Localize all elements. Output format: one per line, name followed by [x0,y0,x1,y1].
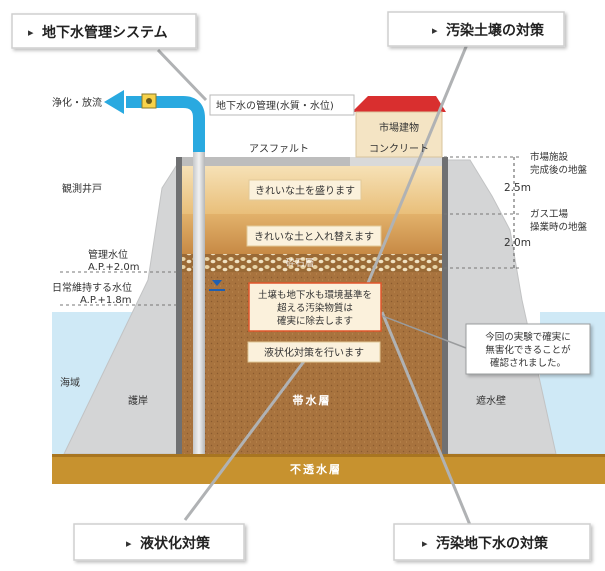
concrete-surface [350,157,444,166]
managed-level-label-2: A.P.+2.0m [88,262,140,273]
water-level-marker-icon [212,280,222,286]
height-upper-label: 2.5m [504,182,531,194]
observation-well-pipe [193,152,205,454]
pointer-system [156,48,208,102]
callout-arrow-icon: ▸ [28,26,34,39]
discharge-arrow-icon [104,90,124,114]
liquefaction-box [247,341,381,363]
note-line3: 確認されました。 [490,357,566,369]
callout-soil-measures-text: 汚染土壌の対策 [446,22,545,39]
asphalt-surface [180,157,350,166]
experiment-note-box [465,323,591,375]
gas-ground-label-2: 操業時の地盤 [530,221,588,233]
callout-groundwater-system [11,13,197,49]
groundwater-pipe [126,96,205,152]
height-lower-label: 2.0m [504,237,531,249]
remove-pollutants-line1: 土壌も地下水も環境基準を [258,289,372,301]
callout-groundwater-measures-text: 汚染地下水の対策 [436,535,549,552]
building-roof [352,96,446,112]
replace-clean-soil-box [246,225,382,247]
pointer-soil [354,41,470,313]
liquefaction-text: 液状化対策を行います [264,346,364,359]
cutoff-wall-right [442,157,448,454]
fill-clean-soil-text: きれいな土を盛ります [255,184,355,197]
pointer-liquefaction [183,359,307,521]
impermeable-layer-label: 不透水層 [290,462,342,476]
building-body [355,111,443,158]
callout-liquefaction-text: 液状化対策 [140,535,211,552]
purify-discharge-label: 浄化・放流 [52,96,102,109]
callout-soil-measures [387,11,565,47]
callout-groundwater-measures [393,523,591,561]
remove-pollutants-box [248,282,382,332]
daily-level-label-1: 日常維持する水位 [52,281,132,294]
gas-ground-label-1: ガス工場 [530,208,569,220]
fill-clean-soil-box [248,179,362,201]
pointer-groundwater [380,311,472,526]
groundwater-management-box [209,94,355,116]
aquifer-label: 帯水層 [293,393,332,407]
callout-arrow-icon: ▸ [126,537,132,550]
pointer-note [379,314,467,349]
asphalt-label: アスファルト [249,144,309,155]
concrete-label: コンクリート [369,143,429,155]
groundwater-management-label: 地下水の管理(水質・水位) [216,99,334,112]
crushed-stone-label: 砕石層 [286,257,315,269]
callout-arrow-icon: ▸ [422,537,428,550]
seawall-right [443,159,557,455]
remove-pollutants-line2: 超える汚染物質は [277,302,353,314]
note-line1: 今回の実験で確実に [485,331,571,343]
valve-center-icon [146,98,152,104]
cutoff-wall-left [176,157,182,454]
callout-liquefaction [73,523,245,561]
callout-arrow-icon: ▸ [432,24,438,37]
note-line2: 無害化できることが [485,344,571,356]
market-ground-label-1: 市場施設 [530,151,569,163]
remove-pollutants-line3: 確実に除去します [277,315,353,327]
callout-groundwater-system-text: 地下水管理システム [42,24,168,41]
cutoff-wall-label: 遮水壁 [476,394,506,407]
impermeable-layer-edge [52,454,605,457]
market-ground-label-2: 完成後の地盤 [530,164,588,176]
market-building-label: 市場建物 [379,121,419,134]
managed-level-label-1: 管理水位 [88,248,128,261]
replace-clean-soil-text: きれいな土と入れ替えます [254,230,374,243]
daily-level-label-2: A.P.+1.8m [80,295,132,306]
impermeable-layer [52,454,605,484]
observation-well-label: 観測井戸 [62,182,102,195]
seawall-label: 護岸 [128,394,148,407]
sea-area-label: 海域 [60,376,80,389]
